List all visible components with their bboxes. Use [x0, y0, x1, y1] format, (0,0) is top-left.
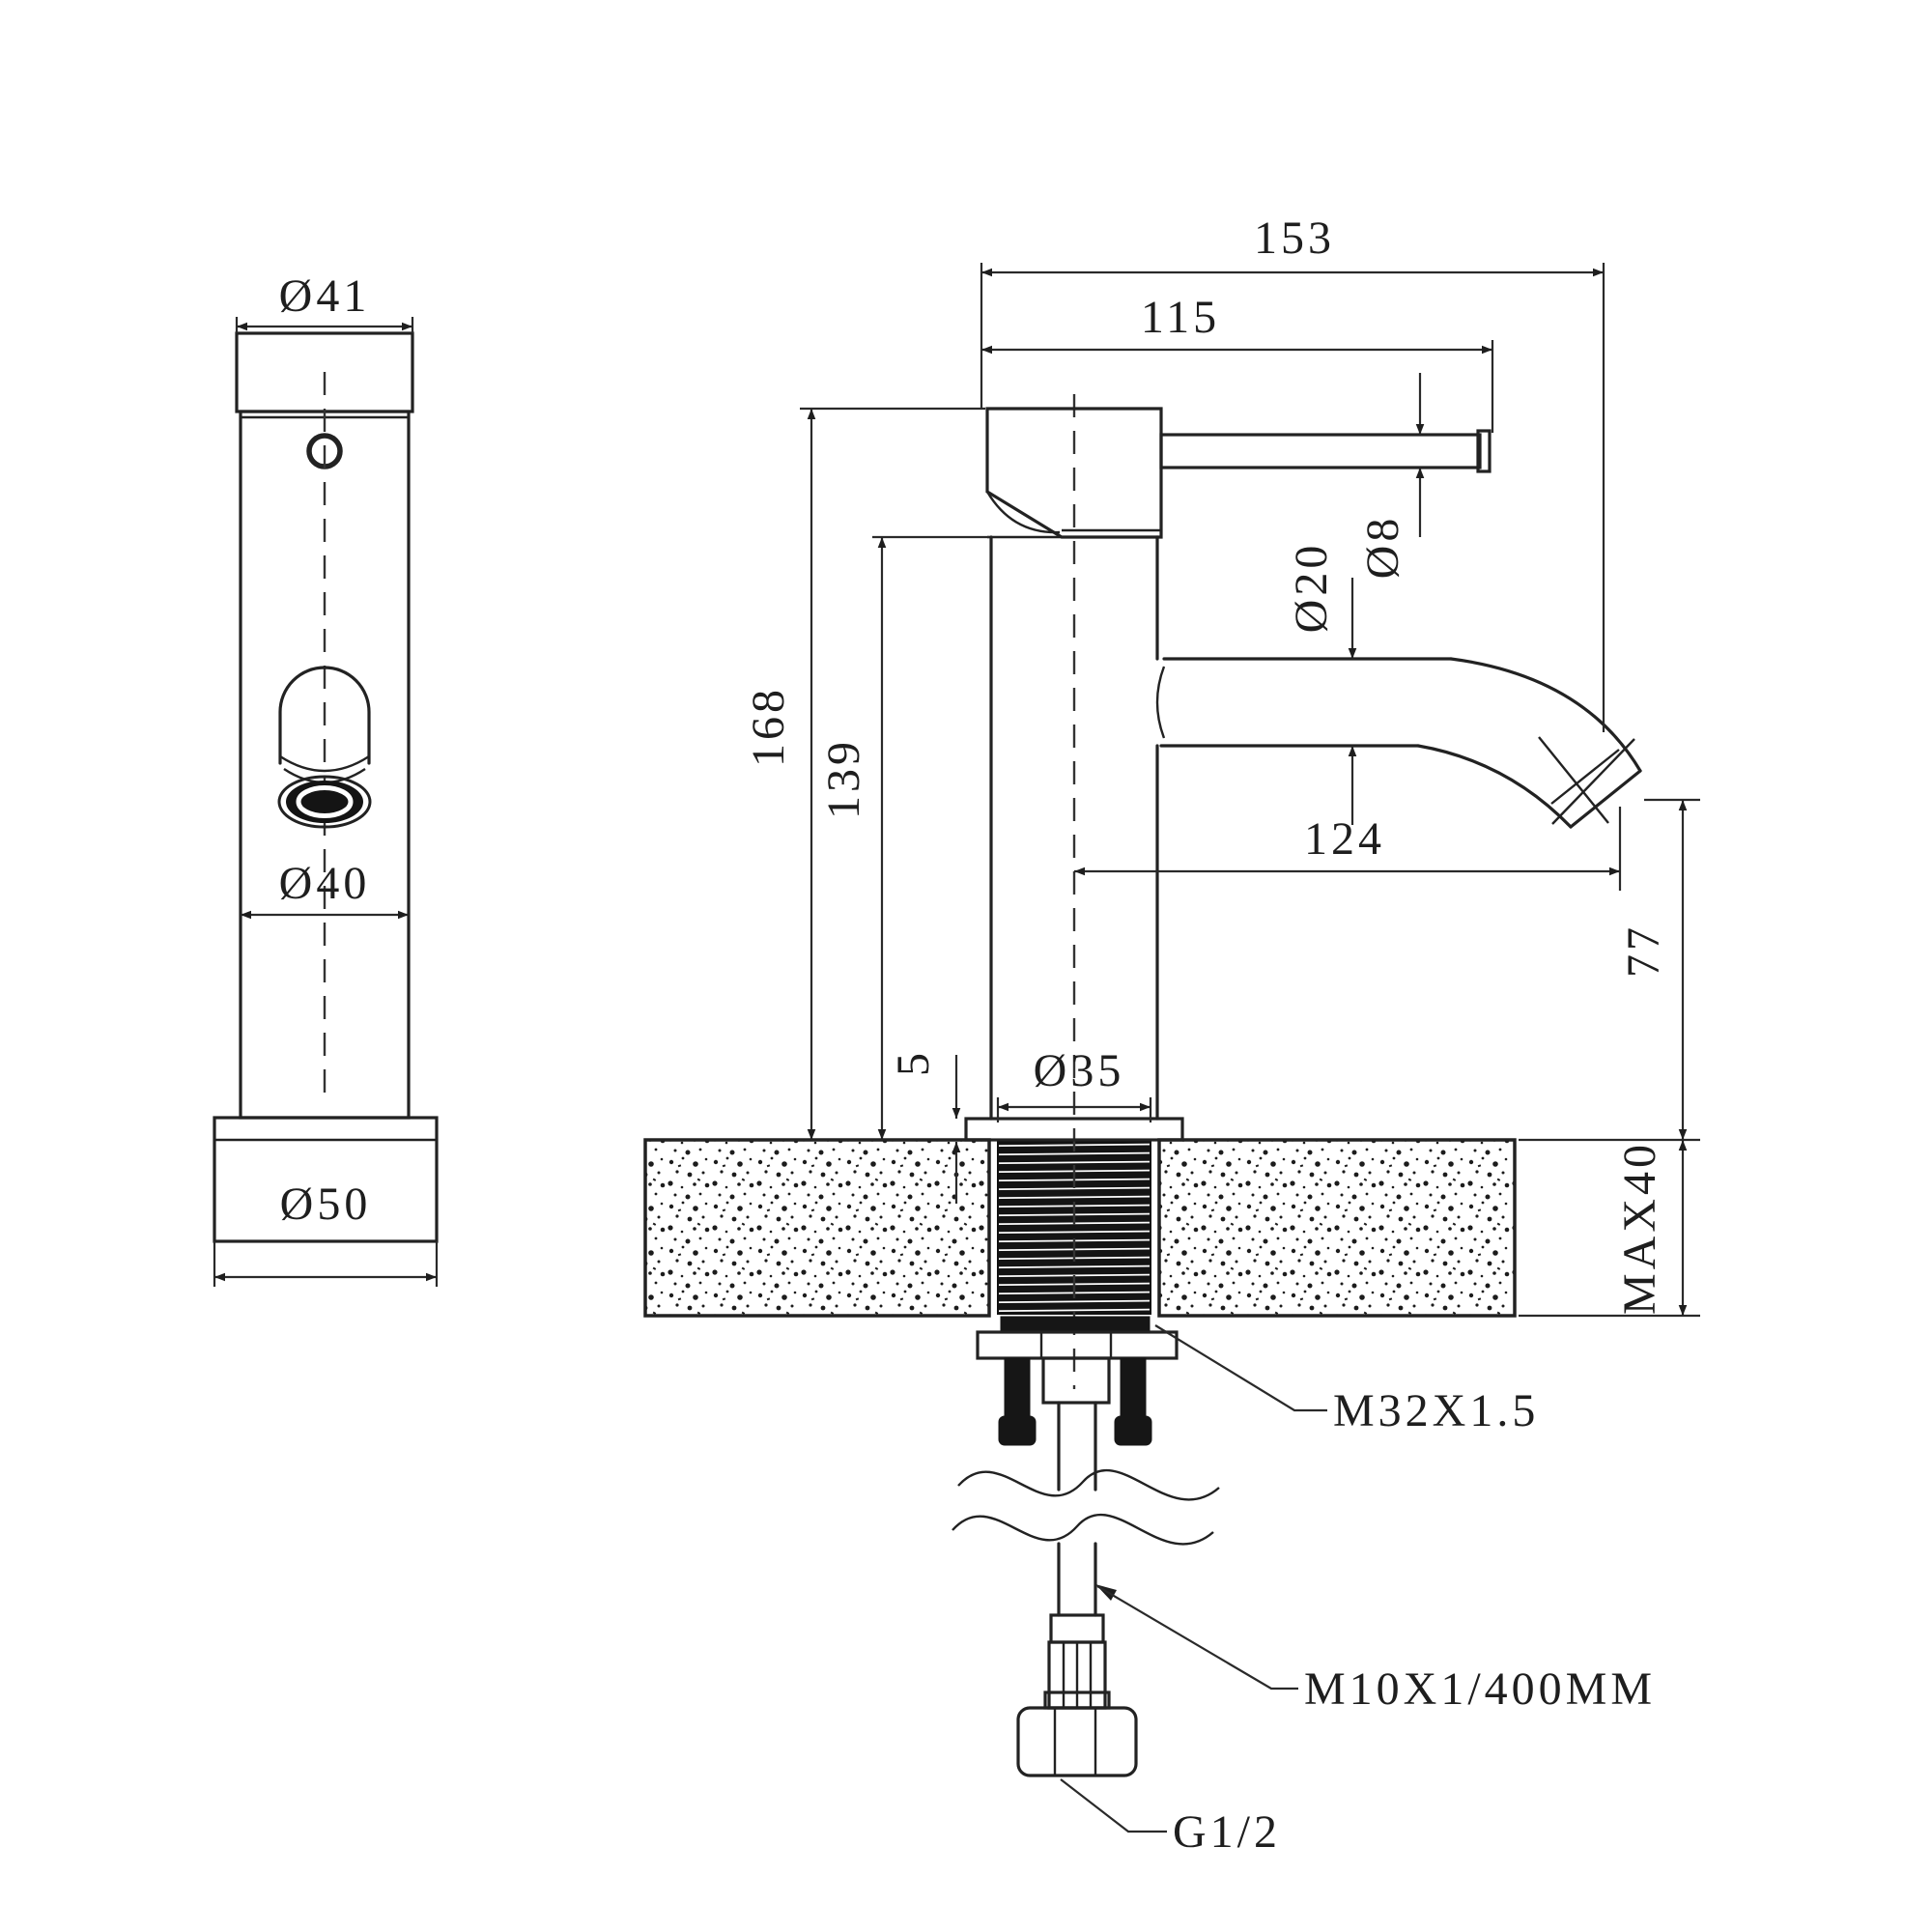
side-body-edges: [989, 535, 1159, 1121]
front-spout-outline: [278, 666, 371, 765]
side-view: 153 115 168 139 Ø8 Ø20 124 77 MAX40: [643, 213, 1700, 1858]
mounting-nut-left: [998, 1415, 1037, 1446]
shank-lower-section: [1041, 1356, 1111, 1405]
rubber-washer: [1000, 1316, 1151, 1333]
dim-label-lever-diameter: Ø8: [1357, 515, 1408, 580]
handle-lever: [1159, 433, 1482, 469]
side-base-plate: [964, 1117, 1184, 1142]
spout-inner-curve: [1416, 744, 1573, 829]
dim-label-base-diameter: Ø50: [280, 1179, 372, 1230]
label-hose-nut: G1/2: [1173, 1806, 1281, 1858]
mounting-stud-right: [1120, 1357, 1147, 1427]
dim-label-body-height: 139: [818, 738, 869, 819]
mounting-stud-left: [1004, 1357, 1031, 1427]
mounting-nut-right: [1114, 1415, 1152, 1446]
spout-body-fillet: [1155, 666, 1166, 739]
g12-leader-line: [1060, 1778, 1167, 1833]
spout-outlet-face: [1569, 769, 1642, 829]
hose-braid-lines: [1062, 1642, 1093, 1708]
dim-label-counter-thickness: MAX40: [1614, 1141, 1665, 1315]
supply-tube-upper: [1057, 1401, 1097, 1492]
front-base-flange: [213, 1116, 439, 1243]
break-wave-1: [957, 1468, 1220, 1501]
dim-label-body-diameter: Ø40: [279, 858, 371, 909]
dim-label-spout-diameter: Ø20: [1286, 542, 1337, 634]
spout-aerator-slash-1: [1538, 736, 1609, 824]
side-handle-dome-arc: [985, 491, 1061, 534]
dim-label-overall-reach: 153: [1254, 213, 1335, 264]
dim-label-outlet-height: 77: [1618, 923, 1669, 978]
front-aerator-rim: [277, 775, 372, 829]
front-view: Ø41 Ø40 Ø50: [213, 270, 439, 1287]
dim-label-handle-length: 115: [1141, 292, 1220, 343]
break-wave-2: [952, 1513, 1214, 1546]
dim-label-overall-height: 168: [743, 686, 794, 767]
dim-label-shank-diameter: Ø35: [1034, 1045, 1125, 1096]
label-supply-hose: M10X1/400MM: [1304, 1663, 1656, 1715]
m32-leader-line: [1154, 1324, 1327, 1412]
front-aerator-inner-ring: [296, 785, 354, 818]
spout-aerator-slash-2: [1551, 738, 1635, 825]
hose-ferrule: [1049, 1613, 1105, 1644]
supply-tube-lower: [1057, 1542, 1097, 1617]
counter-right-slab: [1157, 1138, 1517, 1318]
hose-hex-nut: [1016, 1706, 1138, 1777]
m10-leader-line: [1096, 1585, 1298, 1690]
spout-aerator-joint: [1550, 749, 1620, 805]
counter-left-slab: [643, 1138, 991, 1318]
dim-label-base-gap: 5: [888, 1049, 939, 1076]
dim-label-spout-reach: 124: [1304, 813, 1385, 865]
label-locknut-thread: M32X1.5: [1333, 1385, 1539, 1436]
handle-lever-end-cap: [1476, 429, 1492, 473]
horseshoe-washer-plate: [976, 1330, 1179, 1360]
front-spout-underside-arc1: [279, 754, 370, 773]
dim-label-cap-diameter: Ø41: [279, 270, 371, 322]
